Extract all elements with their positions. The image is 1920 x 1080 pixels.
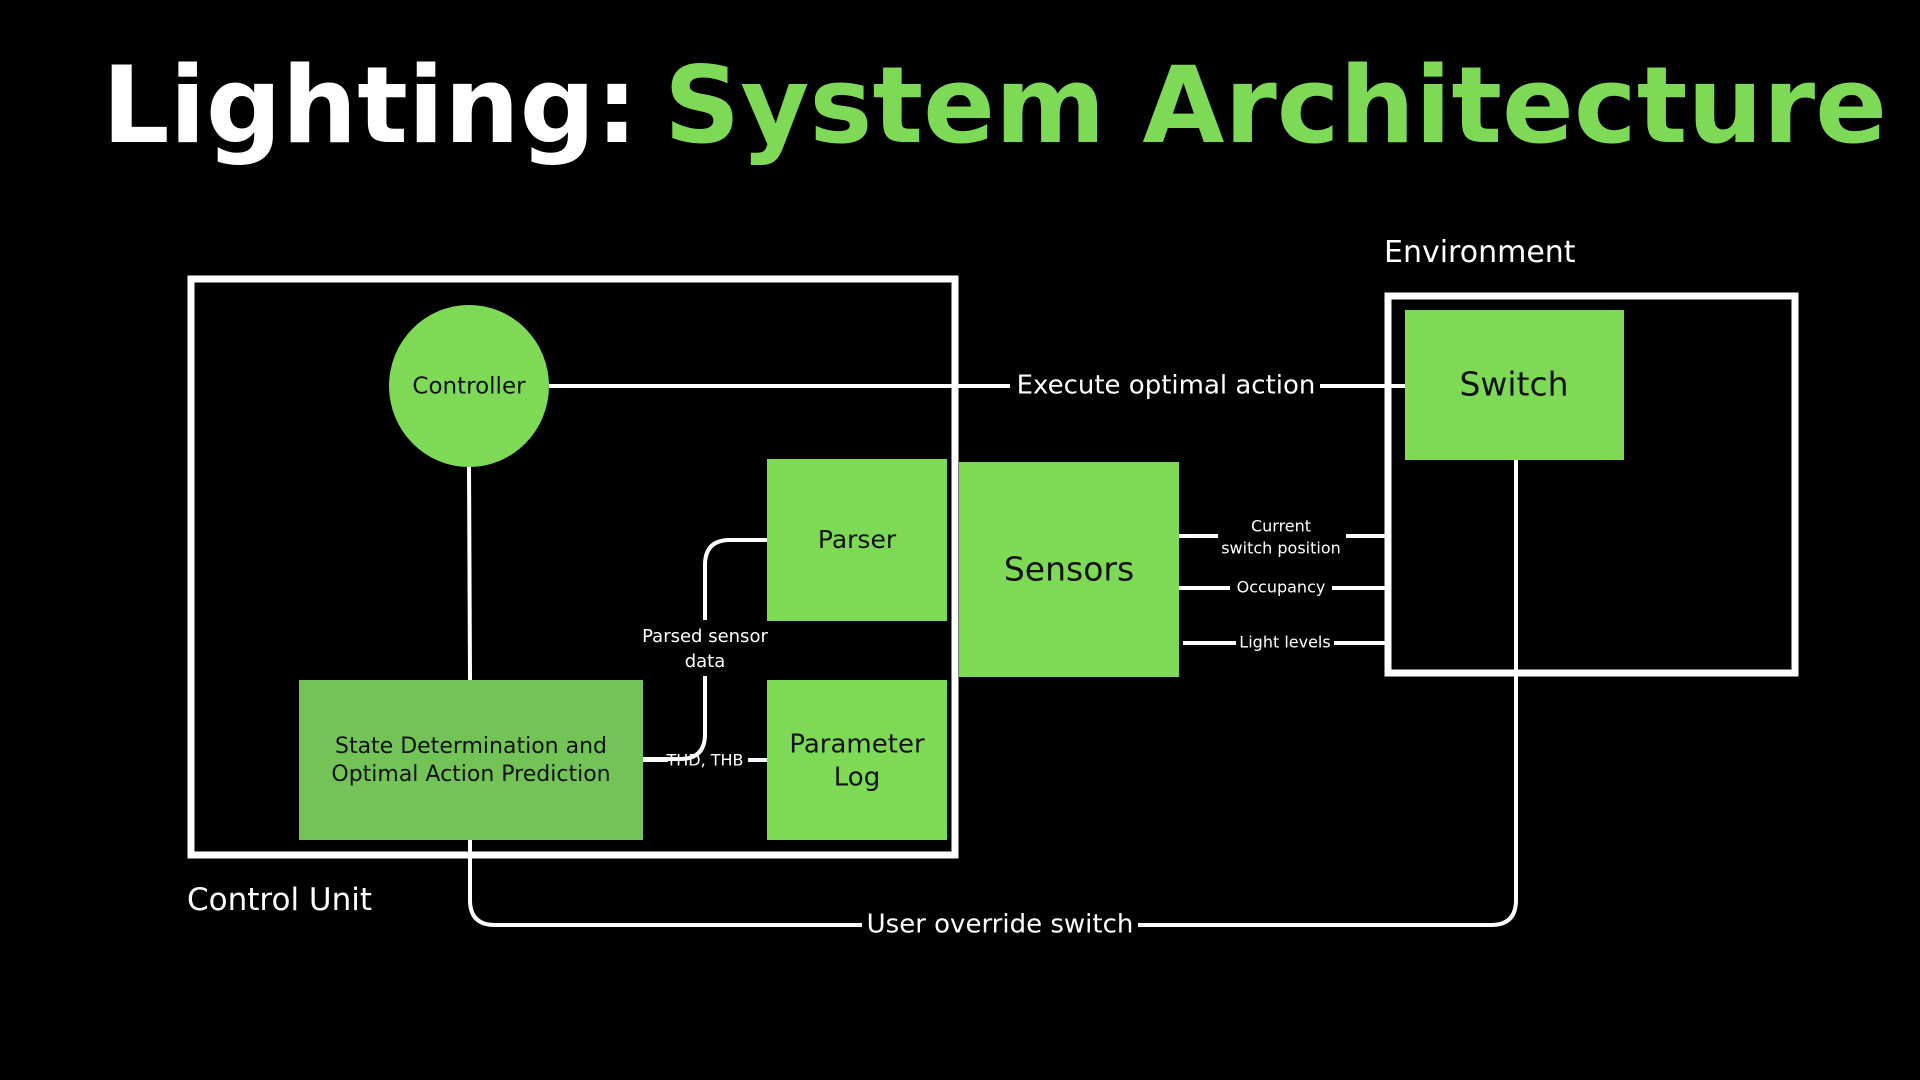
- parsed-line-top: [703, 538, 767, 620]
- switch-node: [1405, 310, 1624, 460]
- environment-boundary: [1384, 292, 1799, 677]
- parsed-label-2: data: [685, 651, 726, 672]
- control-unit-label: Control Unit: [187, 882, 372, 918]
- controller-node: [389, 305, 549, 467]
- occupancy-label: Occupancy: [1237, 578, 1326, 597]
- controller-label: Controller: [412, 374, 526, 400]
- thd-label: THD, THB: [665, 751, 743, 770]
- title-prefix: Lighting:: [102, 44, 638, 167]
- parser-node: [767, 459, 947, 621]
- light-levels-label: Light levels: [1239, 633, 1330, 652]
- controller-state-line: [467, 465, 472, 681]
- execute-label: Execute optimal action: [1017, 371, 1316, 401]
- parameter-log-label-2: Log: [834, 763, 880, 793]
- environment-label: Environment: [1384, 235, 1576, 270]
- state-label-1: State Determination and: [335, 734, 607, 759]
- parsed-label-1: Parsed sensor: [642, 626, 768, 647]
- override-label: User override switch: [867, 910, 1134, 940]
- sensors-label: Sensors: [1004, 550, 1134, 589]
- switchpos-label-2: switch position: [1221, 539, 1341, 558]
- parser-label: Parser: [818, 525, 897, 554]
- state-prediction-node: [299, 680, 643, 840]
- control-unit-boundary: [187, 275, 959, 859]
- override-line-left: [468, 840, 862, 927]
- switch-label: Switch: [1459, 365, 1568, 404]
- switchpos-label-1: Current: [1251, 517, 1311, 536]
- page-title: Lighting:System Architecture: [102, 44, 1887, 167]
- override-line-right: [1138, 460, 1518, 927]
- state-label-2: Optimal Action Prediction: [331, 762, 610, 787]
- parsed-line-bottom: [643, 676, 707, 761]
- parameter-log-node: [767, 680, 947, 840]
- parameter-log-label-1: Parameter: [789, 730, 925, 760]
- sensors-node: [959, 462, 1179, 677]
- title-main: System Architecture: [664, 44, 1887, 167]
